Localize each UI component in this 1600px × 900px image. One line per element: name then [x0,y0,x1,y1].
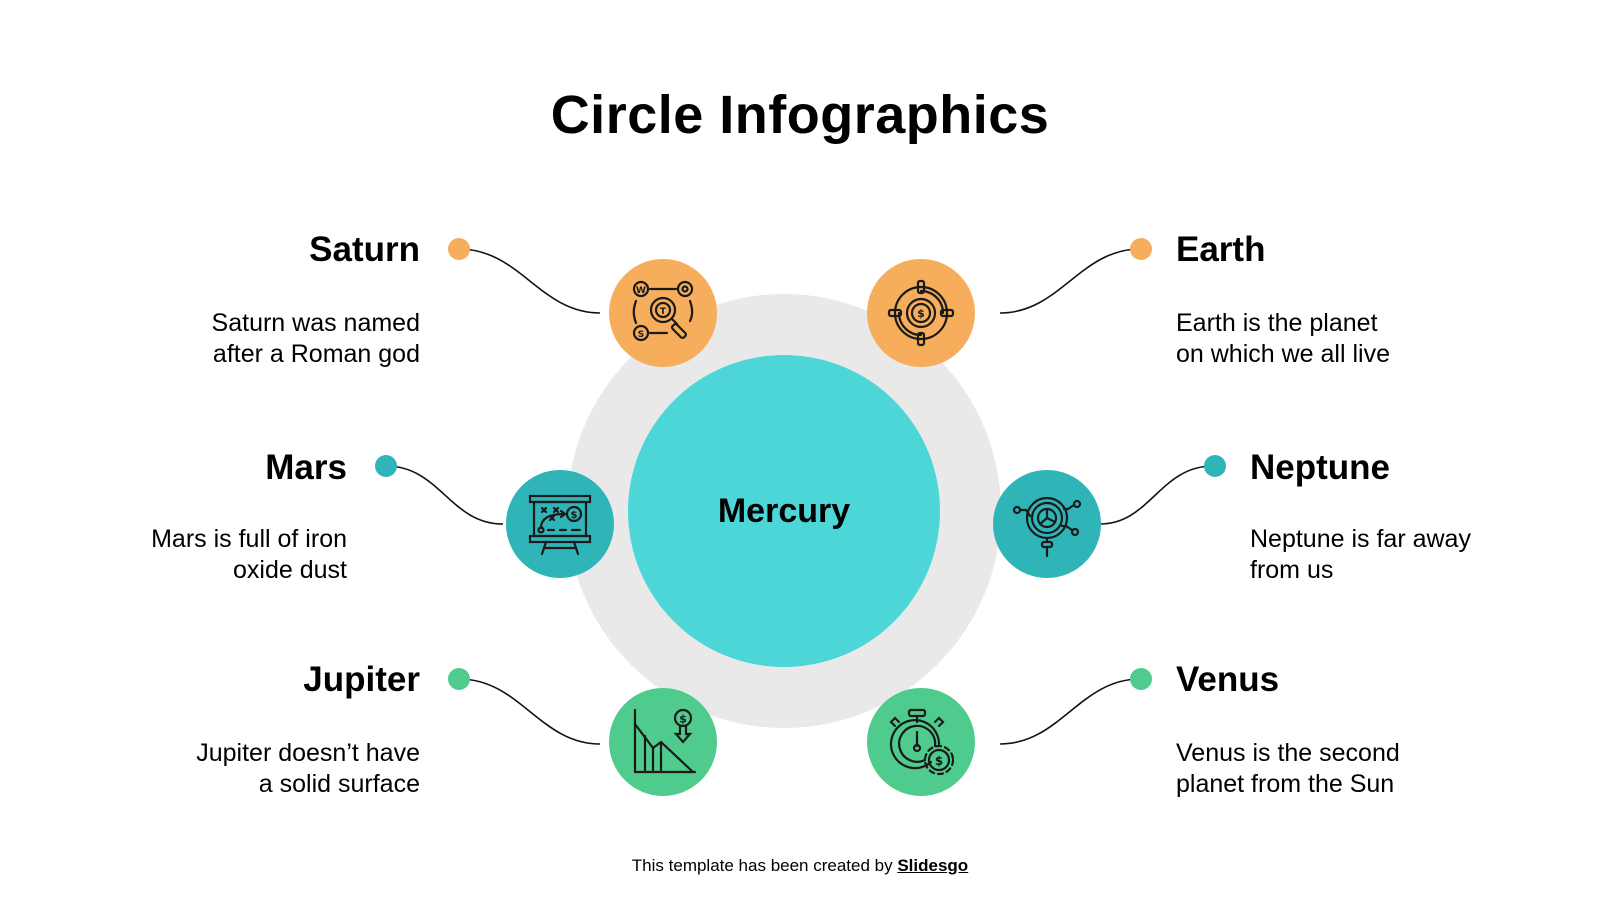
earth-dot [1130,238,1152,260]
svg-text:$: $ [935,754,943,768]
page-title: Circle Infographics [550,85,1050,145]
neptune-icon-circle [993,470,1101,578]
slidesgo-link[interactable]: Slidesgo [897,856,969,875]
footer-credit: This template has been created by Slides… [0,856,1600,876]
connector-venus [999,678,1141,745]
mars-dot [375,455,397,477]
saturn-heading: Saturn [309,230,420,269]
connector-mars [385,465,504,525]
connector-saturn [458,248,601,314]
dollar-target-icon: $ [887,279,955,347]
center-label: Mercury [717,491,851,530]
connector-jupiter [458,678,601,745]
strategy-board-icon: $ [528,494,592,556]
neptune-dot [1204,455,1226,477]
earth-description: Earth is the planet on which we all live [1176,309,1390,368]
connector-earth [999,248,1141,314]
mars-description: Mars is full of iron oxide dust [151,525,347,584]
saturn-dot [448,238,470,260]
venus-icon-circle: $ [867,688,975,796]
svg-text:W: W [636,286,646,296]
neptune-description: Neptune is far away from us [1250,525,1471,584]
venus-heading: Venus [1176,660,1280,699]
footer-text: This template has been created by [631,856,898,875]
connector-neptune [1099,465,1214,525]
svg-text:T: T [660,307,667,317]
venus-description: Venus is the second planet from the Sun [1176,739,1400,798]
jupiter-heading: Jupiter [303,660,420,699]
svg-text:S: S [638,330,644,340]
stopwatch-gear-dollar-icon: $ [889,708,955,776]
declining-chart-dollar-icon: $ [633,708,697,774]
saturn-description: Saturn was named after a Roman god [211,309,420,368]
svg-text:$: $ [917,307,925,320]
swot-magnifier-icon: W S T [632,280,694,342]
mars-heading: Mars [265,448,347,487]
jupiter-dot [448,668,470,690]
mars-icon-circle: $ [506,470,614,578]
jupiter-icon-circle: $ [609,688,717,796]
radar-chart-icon [1012,496,1082,558]
earth-icon-circle: $ [867,259,975,367]
saturn-icon-circle: W S T [609,259,717,367]
neptune-heading: Neptune [1250,448,1390,487]
center-circle: Mercury [628,355,940,667]
svg-text:$: $ [679,713,687,726]
venus-dot [1130,668,1152,690]
svg-text:$: $ [571,510,578,521]
jupiter-description: Jupiter doesn’t have a solid surface [196,739,420,798]
earth-heading: Earth [1176,230,1266,269]
